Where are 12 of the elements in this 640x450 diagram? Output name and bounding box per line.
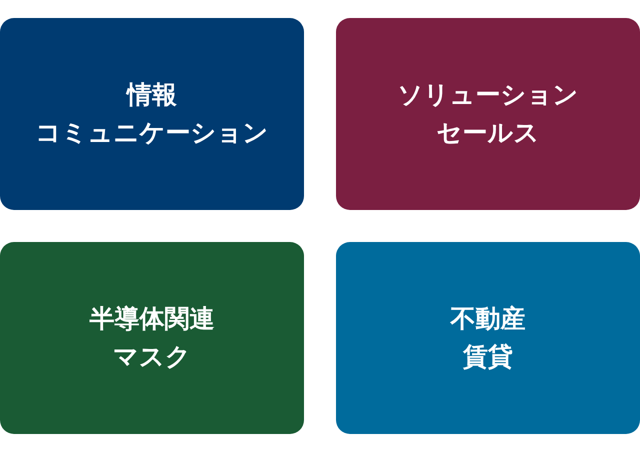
category-label: 賃貸 (463, 341, 513, 373)
category-label: コミュニケーション (36, 117, 268, 149)
category-label: 不動産 (450, 303, 526, 335)
category-label: セールス (436, 117, 540, 149)
category-label: 情報 (127, 79, 177, 111)
category-label: ソリューション (398, 79, 578, 111)
category-label: マスク (113, 341, 191, 373)
category-box (0, 18, 304, 210)
category-box (0, 242, 304, 434)
category-box (336, 242, 640, 434)
category-label: 半導体関連 (90, 303, 214, 335)
category-box (336, 18, 640, 210)
